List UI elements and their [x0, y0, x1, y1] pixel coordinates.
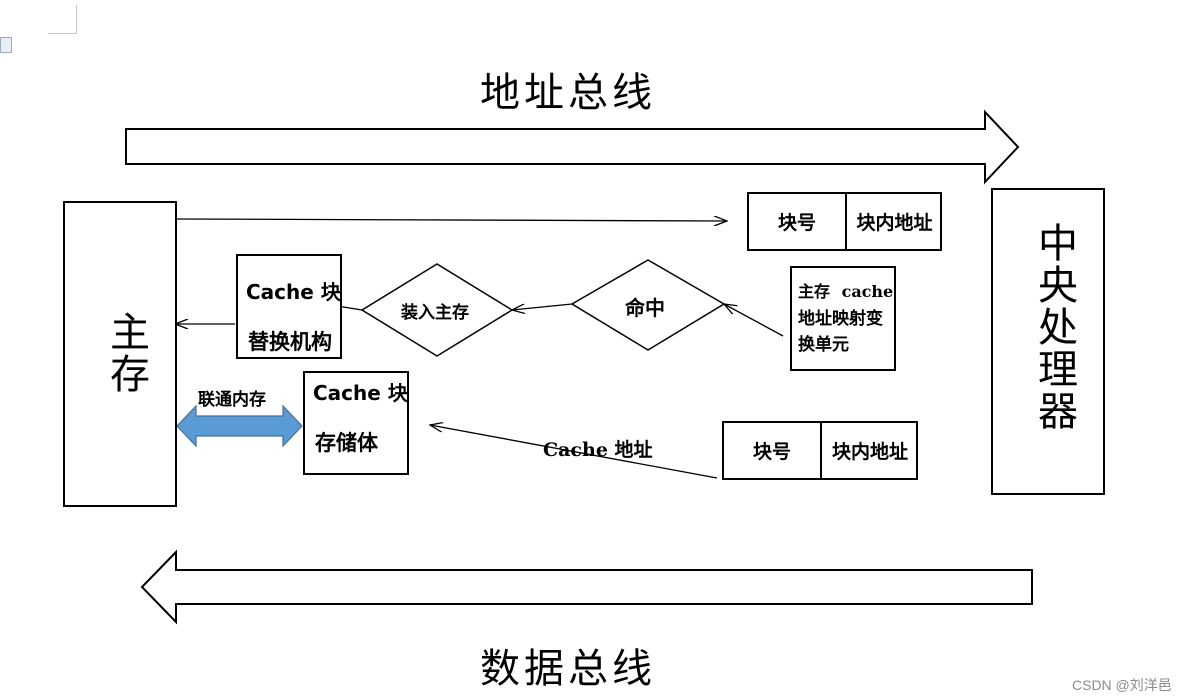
cache-store-line2: 存储体: [315, 430, 378, 455]
mapping-line1: 主存 cache: [798, 282, 894, 301]
connect-memory-label: 联通内存: [198, 390, 266, 410]
corner-mark: [48, 5, 77, 34]
mapping-line3: 换单元: [798, 335, 849, 355]
document-icon: [0, 37, 12, 53]
memory-to-address-arrow: [176, 219, 727, 221]
watermark: CSDN @刘洋邑: [1072, 677, 1172, 693]
address-field-top: 块号 块内地址: [747, 192, 942, 251]
cpu-label: 中央处理器: [1031, 222, 1077, 432]
load-memory-label: 装入主存: [401, 303, 469, 323]
data-bus-title: 数据总线: [480, 646, 656, 692]
main-memory-box: 主存: [63, 201, 177, 507]
connect-memory-double-arrow: [176, 404, 303, 448]
cache-address-label: Cache 地址: [543, 439, 653, 461]
address-bus-arrow: [125, 109, 1020, 185]
hit-to-load-arrow: [512, 303, 573, 310]
address-bus-title: 地址总线: [480, 70, 656, 116]
address-to-cache-arrow: [430, 425, 718, 479]
address-mapping-unit-box: 主存 cache 地址映射变 换单元: [790, 266, 896, 371]
mapping-to-hit-arrow: [724, 304, 784, 337]
main-memory-label: 主存: [103, 311, 149, 395]
data-bus-arrow: [140, 549, 1033, 625]
hit-label: 命中: [625, 296, 665, 320]
cache-replace-line2: 替换机构: [248, 329, 332, 354]
cache-replace-line1: Cache 块: [246, 280, 341, 304]
address-field-bottom: 块号 块内地址: [722, 421, 918, 480]
cpu-box: 中央处理器: [991, 188, 1105, 495]
mapping-line2: 地址映射变: [798, 309, 883, 329]
block-number-cell: 块号: [724, 423, 822, 478]
block-offset-cell: 块内地址: [856, 212, 933, 234]
cache-store-box: Cache 块 存储体: [303, 371, 409, 475]
cache-replace-unit-box: Cache 块 替换机构: [236, 254, 342, 359]
cache-store-line1: Cache 块: [313, 381, 408, 405]
block-number-cell: 块号: [749, 194, 847, 249]
block-offset-cell: 块内地址: [831, 441, 908, 463]
